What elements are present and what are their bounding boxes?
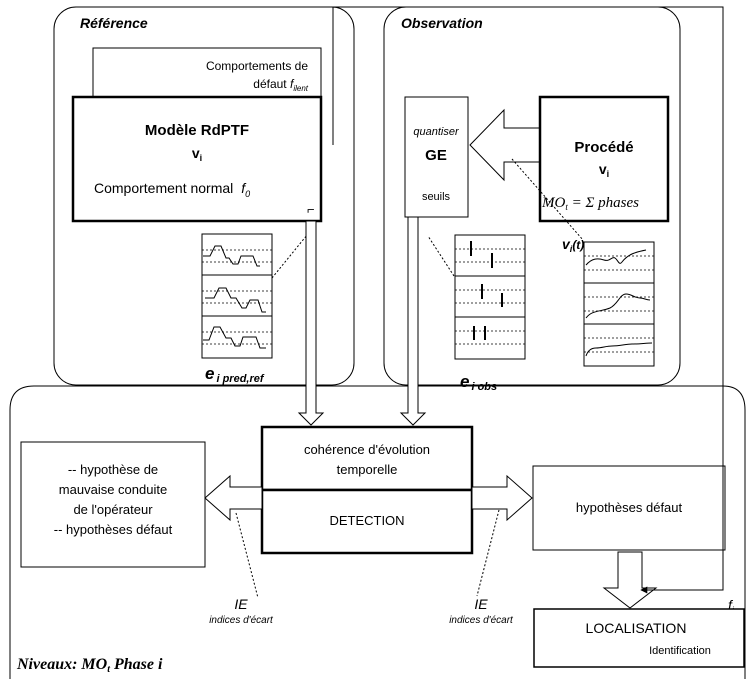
reference-down-arrow bbox=[297, 220, 325, 426]
process-var: vi bbox=[599, 161, 609, 179]
ie-left-sub: indices d'écart bbox=[209, 615, 274, 626]
left-box-line4: -- hypothèses défaut bbox=[54, 522, 173, 537]
ie-right-dotted-link bbox=[476, 509, 500, 597]
ge-bottom: seuils bbox=[422, 191, 451, 203]
ie-right-label: IE bbox=[474, 596, 488, 612]
sub-box-corner-mark: ⌐ bbox=[307, 202, 315, 217]
observation-title: Observation bbox=[401, 15, 483, 31]
fault-hypotheses-box bbox=[532, 465, 726, 551]
left-box-line1: -- hypothèse de bbox=[68, 462, 158, 477]
reference-panel bbox=[53, 6, 355, 386]
process-dotted-link bbox=[511, 158, 584, 241]
left-hollow-arrow bbox=[204, 474, 263, 522]
fault-hypotheses-label: hypothèses défaut bbox=[576, 500, 683, 515]
observed-events-chart bbox=[454, 234, 526, 360]
observation-dotted-link bbox=[427, 235, 455, 277]
reference-title: Référence bbox=[80, 15, 148, 31]
process-to-ge-arrow bbox=[469, 108, 541, 182]
ge-quantiser-box bbox=[404, 96, 469, 218]
ie-right-sub: indices d'écart bbox=[449, 615, 514, 626]
feedback-loop-line bbox=[332, 6, 724, 594]
localisation-down-arrow bbox=[602, 551, 658, 609]
coherence-box bbox=[260, 425, 474, 492]
ie-left-dotted-link bbox=[235, 512, 259, 599]
levels-label: Niveaux: MOt Phase i bbox=[16, 656, 163, 675]
model-title: Modèle RdPTF bbox=[145, 122, 249, 139]
ie-left-label: IE bbox=[234, 596, 248, 612]
rdptf-model-box bbox=[71, 95, 323, 223]
ge-title: GE bbox=[425, 147, 447, 164]
process-title: Procédé bbox=[574, 139, 633, 156]
coherence-line2: temporelle bbox=[337, 462, 398, 477]
model-var: vi bbox=[192, 145, 202, 163]
detection-label: DETECTION bbox=[329, 513, 404, 528]
operator-hypothesis-box bbox=[20, 441, 206, 568]
reference-pred-chart bbox=[201, 233, 273, 359]
right-hollow-arrow bbox=[471, 474, 533, 522]
process-box bbox=[538, 95, 670, 223]
localisation-title: LOCALISATION bbox=[586, 620, 687, 636]
vi-continuous-chart bbox=[583, 241, 655, 367]
process-formula: MOt = Σ phases bbox=[541, 195, 639, 212]
left-box-line3: de l'opérateur bbox=[73, 502, 153, 517]
vi-t-label: vi(t) bbox=[562, 236, 584, 254]
coherence-line1: cohérence d'évolution bbox=[304, 442, 430, 457]
detection-box bbox=[260, 488, 474, 555]
left-box-line2: mauvaise conduite bbox=[59, 482, 167, 497]
observation-down-arrow bbox=[399, 216, 427, 426]
fault-line1: Comportements de bbox=[206, 59, 308, 73]
ge-top: quantiser bbox=[413, 126, 460, 138]
localisation-box bbox=[533, 608, 745, 668]
localisation-sub: Identification bbox=[649, 645, 711, 657]
fault-line2: défaut filent bbox=[253, 77, 309, 93]
